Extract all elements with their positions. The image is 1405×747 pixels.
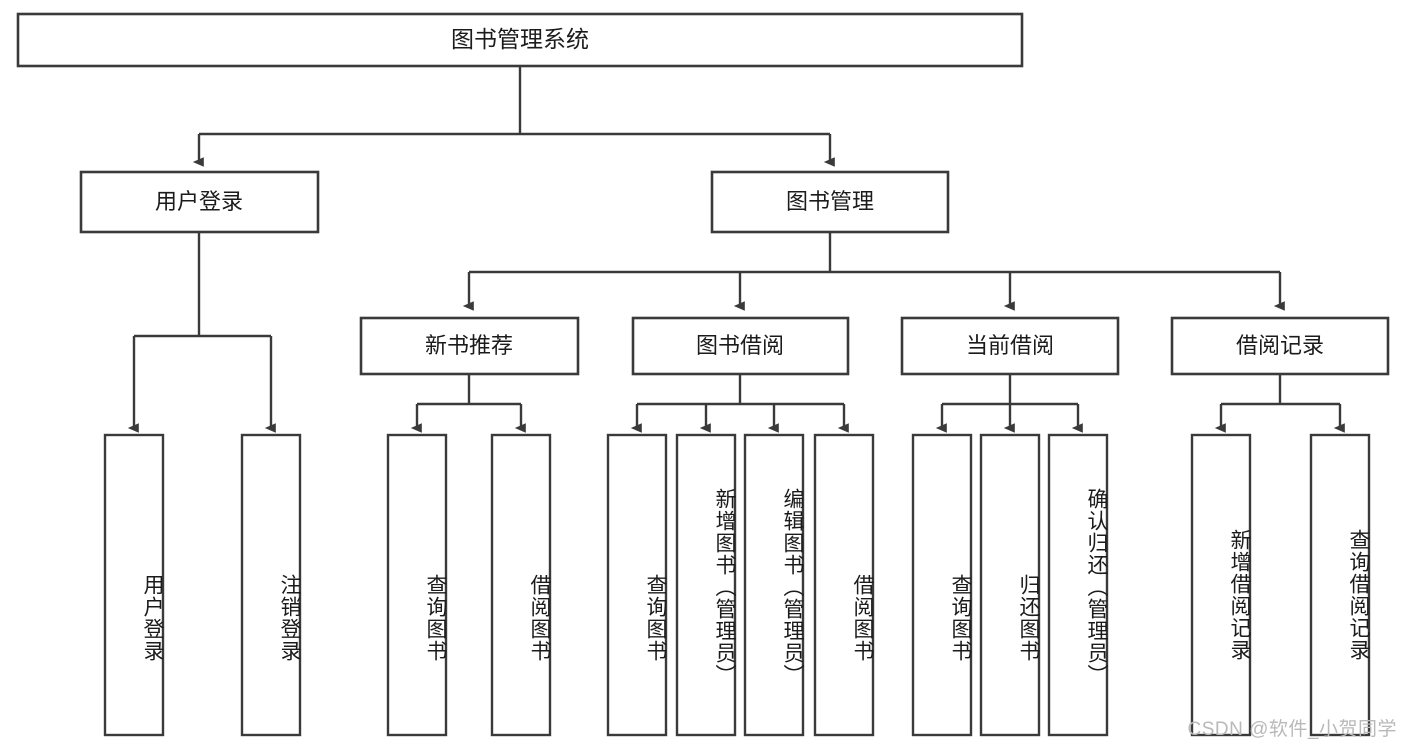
connector-currentborrow-to-leaves: [935, 374, 1083, 433]
node-root-system-label: 图书管理系统: [451, 26, 589, 52]
node-current-borrow-label: 当前借阅: [966, 333, 1054, 358]
leaf-box-add-record[interactable]: [1190, 433, 1252, 737]
leaf-box-edit-book[interactable]: [743, 433, 805, 737]
csdn-watermark: CSDN @软件_小贺同学: [1187, 719, 1397, 740]
node-current-borrow[interactable]: 当前借阅: [900, 316, 1120, 376]
leaf-box-add-book[interactable]: [675, 433, 737, 737]
node-root-system[interactable]: 图书管理系统: [16, 12, 1024, 68]
connector-userlogin-to-leaves: [127, 232, 276, 433]
connector-borrowrecord-to-leaves: [1214, 374, 1345, 433]
connector-root-to-level1: [192, 66, 835, 167]
leaf-box-borrow-book-1[interactable]: [490, 433, 552, 737]
node-new-book-recommend[interactable]: 新书推荐: [359, 316, 580, 376]
leaf-box-query-book-2[interactable]: [606, 433, 668, 737]
leaf-box-query-book-3[interactable]: [911, 433, 973, 737]
leaf-box-confirm-return[interactable]: [1047, 433, 1109, 737]
leaf-box-logout-login[interactable]: [240, 433, 302, 737]
node-borrow-record[interactable]: 借阅记录: [1170, 316, 1390, 376]
node-book-management-label: 图书管理: [786, 189, 874, 214]
connector-bookmanagement-to-level2: [462, 232, 1285, 311]
node-new-book-recommend-label: 新书推荐: [425, 333, 513, 358]
connector-newbook-to-leaves: [410, 374, 526, 433]
node-borrow-record-label: 借阅记录: [1236, 333, 1324, 358]
leaf-box-return-book[interactable]: [979, 433, 1041, 737]
connector-bookborrow-to-leaves: [630, 374, 849, 433]
leaf-box-query-record[interactable]: [1309, 433, 1371, 737]
leaf-box-borrow-book-2[interactable]: [813, 433, 875, 737]
node-book-management[interactable]: 图书管理: [710, 170, 950, 234]
node-user-login[interactable]: 用户登录: [79, 170, 320, 234]
node-book-borrow[interactable]: 图书借阅: [631, 316, 850, 376]
leaf-box-user-login[interactable]: [103, 433, 165, 737]
leaf-box-query-book-1[interactable]: [386, 433, 448, 737]
node-book-borrow-label: 图书借阅: [696, 333, 784, 358]
node-user-login-label: 用户登录: [155, 189, 243, 214]
